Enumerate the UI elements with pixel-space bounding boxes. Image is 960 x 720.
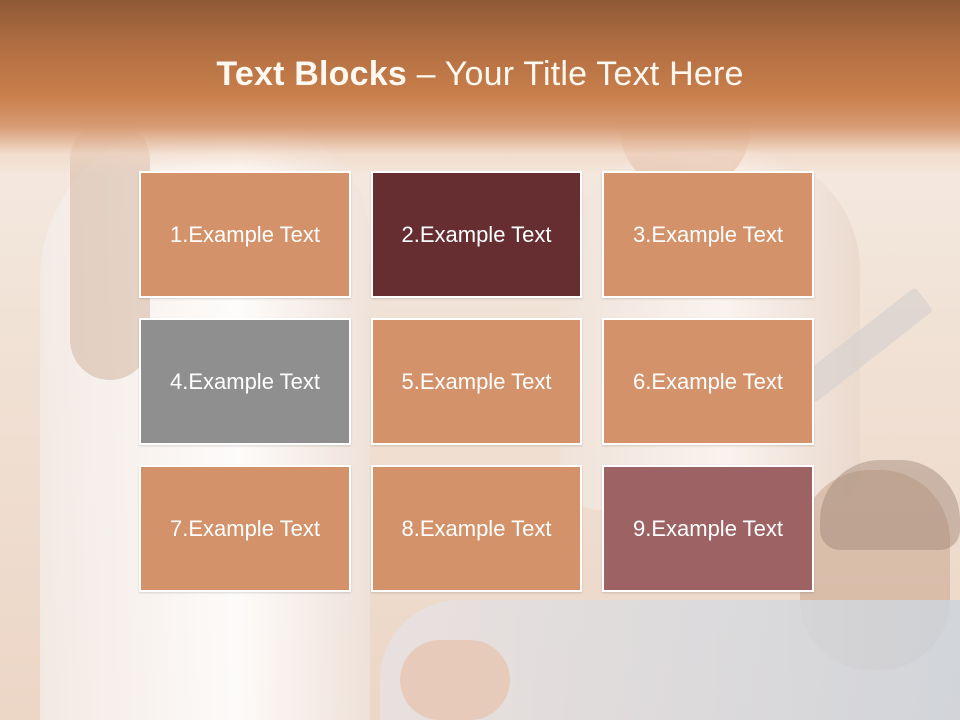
header-band — [0, 0, 960, 175]
doctor-hand — [400, 640, 510, 720]
title-rest: Your Title Text Here — [444, 55, 744, 93]
text-block-2[interactable]: 2.Example Text — [371, 171, 582, 298]
text-block-3[interactable]: 3.Example Text — [602, 171, 814, 298]
text-block-5[interactable]: 5.Example Text — [371, 318, 582, 445]
text-block-6[interactable]: 6.Example Text — [602, 318, 814, 445]
text-block-8[interactable]: 8.Example Text — [371, 465, 582, 592]
patient-hair — [820, 460, 960, 550]
text-block-9[interactable]: 9.Example Text — [602, 465, 814, 592]
title-bold: Text Blocks — [216, 55, 407, 93]
slide-title: Text Blocks – Your Title Text Here — [0, 55, 960, 94]
title-separator: – — [406, 55, 445, 93]
text-block-1[interactable]: 1.Example Text — [139, 171, 351, 298]
text-block-4[interactable]: 4.Example Text — [139, 318, 351, 445]
text-block-7[interactable]: 7.Example Text — [139, 465, 351, 592]
